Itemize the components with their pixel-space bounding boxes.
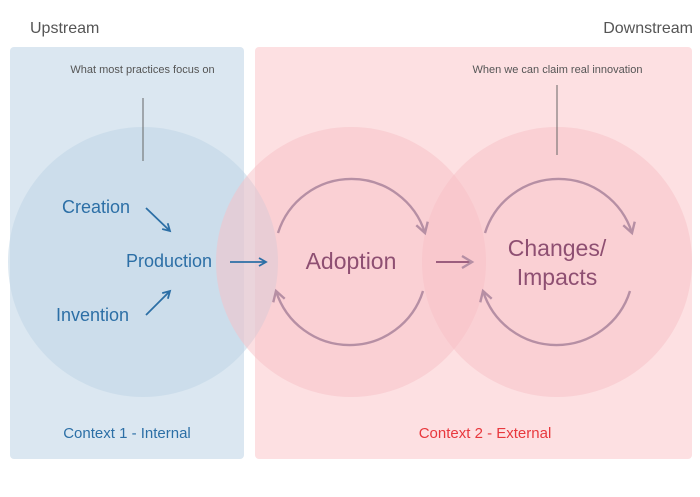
changes-impacts-label: Changes/ Impacts (507, 235, 607, 290)
adoption-cycle-top-arrow (276, 177, 425, 233)
adoption-circle (216, 127, 486, 397)
upstream-label: Upstream (30, 20, 100, 37)
practices-note: What most practices focus on (70, 64, 215, 76)
innovation-note: When we can claim real innovation (472, 64, 643, 76)
creation-label: Creation (62, 197, 131, 217)
impacts-cycle-bottom-arrow (483, 291, 632, 347)
invention-arrow (145, 289, 172, 316)
context-internal-label: Context 1 - Internal (63, 425, 191, 442)
impacts-cycle-top-arrow (483, 177, 632, 233)
adoption-cycle-bottom-arrow (276, 291, 425, 347)
downstream-label: Downstream (603, 20, 693, 37)
adoption-label: Adoption (305, 248, 397, 274)
creation-circle (8, 127, 278, 397)
impacts-circle (422, 127, 692, 397)
context-external-label: Context 2 - External (418, 425, 552, 442)
production-label: Production (126, 251, 213, 271)
invention-label: Invention (56, 305, 130, 325)
creation-arrow (145, 207, 172, 233)
